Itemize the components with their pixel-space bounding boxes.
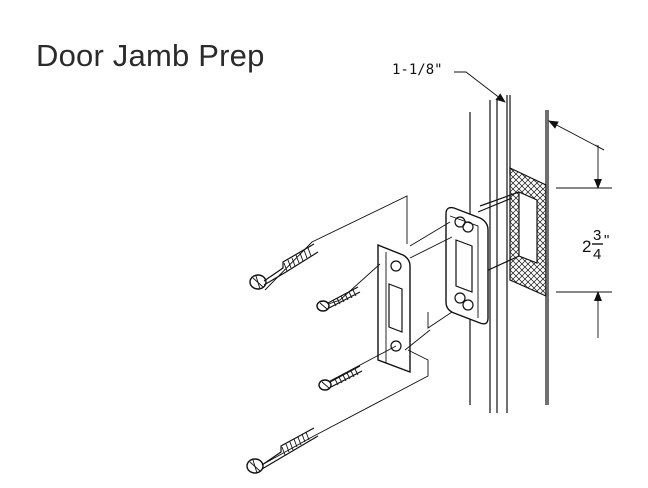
mortise-recess [477, 167, 547, 297]
long-screw-top [249, 243, 319, 290]
dimension-height-unit: " [604, 232, 609, 249]
short-screw-bottom [318, 365, 363, 391]
page-title: Door Jamb Prep [36, 38, 265, 73]
long-screw-bottom [246, 427, 319, 474]
dimension-depth-label: 1-1/8" [392, 62, 443, 78]
jamb-strike-plate [445, 206, 489, 325]
short-screw-top [316, 286, 361, 312]
alignment-lines [259, 195, 453, 467]
dimension-height: 2 3 4 " [556, 145, 612, 338]
strike-plate [377, 243, 411, 374]
dimension-height-denominator: 4 [593, 246, 601, 263]
dimension-depth: 1-1/8" [392, 62, 605, 151]
dimension-height-whole: 2 [582, 237, 591, 256]
dimension-height-numerator: 3 [593, 227, 601, 244]
